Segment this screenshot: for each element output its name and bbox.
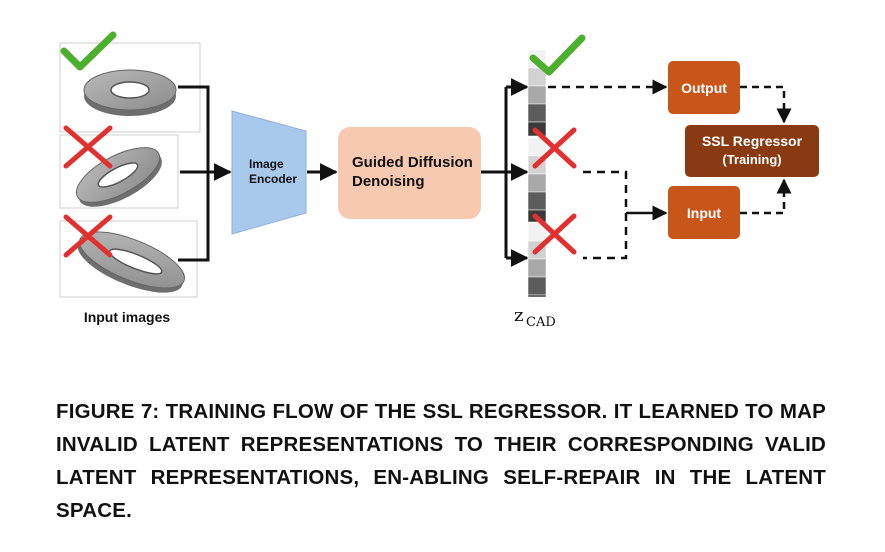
input-image-3: [59, 220, 198, 298]
output-box: [668, 61, 740, 114]
regressor-label-line2: (Training): [722, 152, 781, 167]
diffusion-label-line2: Denoising: [352, 173, 425, 190]
input-image-1: [59, 42, 201, 133]
regressor-label-line1: SSL Regressor: [702, 133, 803, 149]
cross-icon: [532, 213, 577, 255]
input-label: Input: [687, 205, 722, 221]
check-icon: [60, 31, 117, 71]
input-image-2: [59, 134, 179, 209]
diffusion-label-line1: Guided Diffusion: [352, 154, 473, 171]
dashed-invalid-merge: [583, 170, 628, 260]
cross-icon: [63, 214, 113, 258]
encoder-label-line1: Image: [249, 157, 284, 171]
latent-vector-3: [527, 222, 547, 298]
latent-label-main: z: [514, 305, 523, 326]
input-images-label: Input images: [84, 309, 171, 325]
output-label: Output: [681, 80, 727, 96]
cross-icon: [532, 127, 577, 169]
latent-label-sub: CAD: [526, 315, 556, 330]
latent-vector-2: [527, 137, 547, 223]
latent-vector-1: [527, 49, 547, 137]
figure-caption: FIGURE 7: TRAINING FLOW OF THE SSL REGRE…: [56, 400, 826, 522]
dashed-to-regressor: [740, 85, 792, 215]
latent-split-connector: [481, 87, 508, 258]
encoder-label-line2: Encoder: [249, 172, 297, 186]
input-box: [668, 186, 740, 239]
regressor-box: [685, 125, 819, 177]
guided-diffusion-box: [338, 127, 481, 219]
image-encoder: [231, 110, 307, 235]
latent-label: z CAD: [514, 305, 556, 330]
check-icon: [529, 34, 586, 76]
cross-icon: [63, 125, 113, 169]
